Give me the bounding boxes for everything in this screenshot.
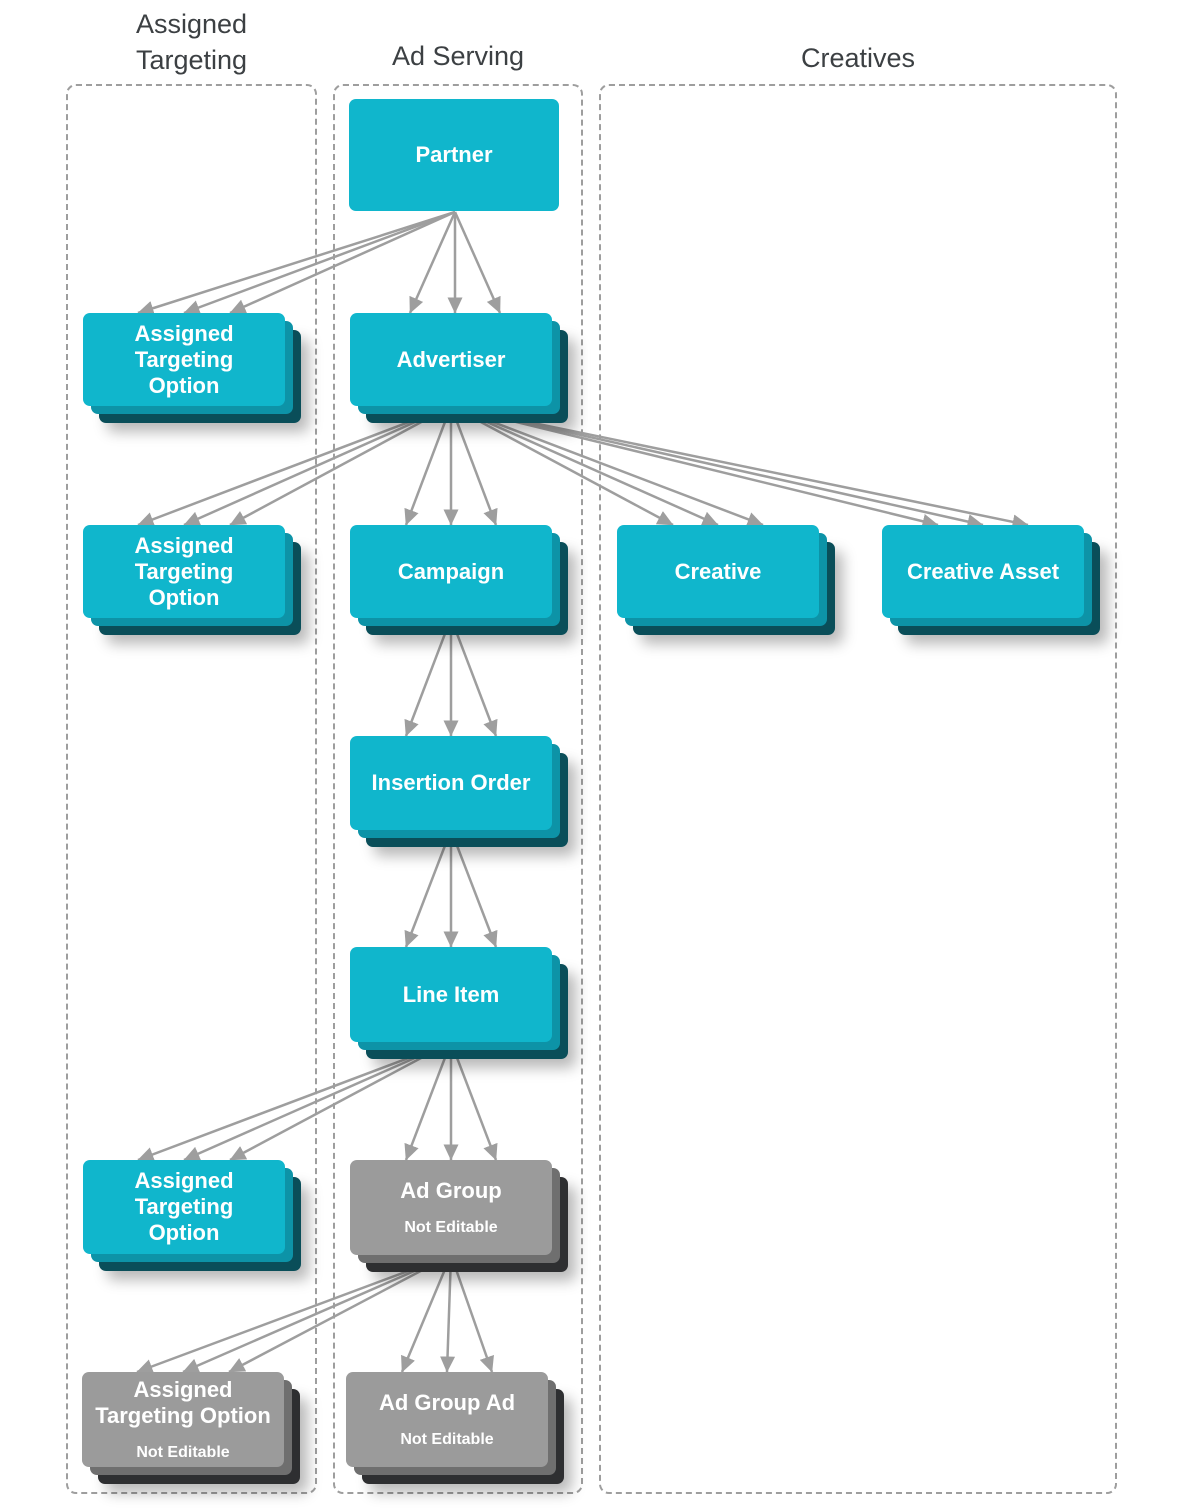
line-item-label: Line Item (402, 981, 500, 1007)
creative-label: Creative (674, 558, 762, 584)
assigned-targeting-column-frame (66, 84, 317, 1494)
creatives-column-frame (599, 84, 1117, 1494)
assigned-targeting-option-2-node: Assigned Targeting Option (83, 525, 285, 618)
ad-group-ad-sublabel: Not Editable (400, 1431, 494, 1448)
assigned-targeting-option-3-node: Assigned Targeting Option (83, 1160, 285, 1254)
line-item-node: Line Item (350, 947, 552, 1042)
creative-asset-node: Creative Asset (882, 525, 1084, 618)
column-title-ad-serving: Ad Serving (391, 41, 525, 71)
ad-group-ad-label: Ad Group Ad (378, 1390, 516, 1415)
insertion-order-label: Insertion Order (371, 770, 531, 795)
advertiser-node: Advertiser (350, 313, 552, 406)
assigned-targeting-option-4-sublabel: Not Editable (136, 1444, 230, 1461)
campaign-node: Campaign (350, 525, 552, 618)
creative-node: Creative (617, 525, 819, 618)
assigned-targeting-option-1-label: Assigned Targeting Option (134, 320, 234, 398)
column-title-assigned-targeting: Assigned Targeting (135, 9, 248, 75)
ad-group-sublabel: Not Editable (404, 1219, 498, 1236)
ad-group-ad-node: Ad Group Ad Not Editable (346, 1372, 548, 1467)
assigned-targeting-option-3-label: Assigned Targeting Option (134, 1168, 234, 1245)
partner-label: Partner (415, 142, 493, 167)
partner-node: Partner (349, 99, 559, 211)
insertion-order-node: Insertion Order (350, 736, 552, 830)
creative-asset-label: Creative Asset (906, 558, 1060, 584)
assigned-targeting-option-2-label: Assigned Targeting Option (134, 532, 234, 610)
campaign-label: Campaign (397, 558, 505, 584)
ad-group-label: Ad Group (400, 1178, 502, 1203)
advertiser-label: Advertiser (396, 346, 506, 372)
ad-serving-column-frame (333, 84, 583, 1494)
column-title-creatives: Creatives (800, 43, 916, 73)
assigned-targeting-option-1-node: Assigned Targeting Option (83, 313, 285, 406)
assigned-targeting-option-4-label: Assigned Targeting Option (95, 1377, 271, 1428)
